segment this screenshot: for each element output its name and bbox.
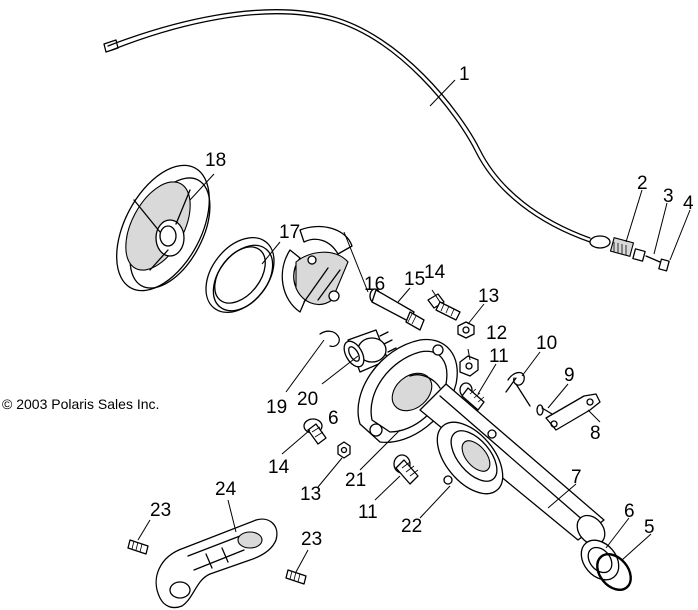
part-return-spring xyxy=(505,371,531,407)
callout-6-outer: 6 xyxy=(624,501,635,522)
callout-14-lower: 14 xyxy=(268,457,290,478)
callout-8: 8 xyxy=(590,423,601,444)
part-screw-23-right xyxy=(285,569,307,585)
part-pivot-shaft xyxy=(369,288,425,331)
callout-22: 22 xyxy=(401,516,422,537)
callout-23-right: 23 xyxy=(301,529,322,550)
callout-13-upper: 13 xyxy=(478,286,499,307)
callout-21: 21 xyxy=(345,470,366,491)
part-bolt-11-lower xyxy=(393,454,419,485)
leader-lines xyxy=(137,79,691,573)
part-snap-ring xyxy=(596,553,632,591)
callout-17: 17 xyxy=(279,222,300,243)
part-bolt-11-upper xyxy=(459,382,485,411)
part-bolt-14-lower xyxy=(303,418,327,445)
part-guard-arm xyxy=(155,518,278,609)
callout-12: 12 xyxy=(486,323,507,344)
part-nut-13-lower xyxy=(337,441,351,459)
callout-7: 7 xyxy=(571,467,582,488)
part-nut-13-upper xyxy=(457,321,475,339)
callout-11-upper: 11 xyxy=(489,346,509,367)
callout-5: 5 xyxy=(644,517,655,538)
copyright-text: © 2003 Polaris Sales Inc. xyxy=(2,396,159,412)
callout-15: 15 xyxy=(404,269,425,290)
part-seal-6-outer xyxy=(580,539,620,581)
part-pin xyxy=(536,404,553,416)
callout-6-inner: 6 xyxy=(328,408,339,429)
part-axle-housing xyxy=(419,383,606,546)
part-brake-drum xyxy=(116,164,211,292)
part-brake-shoes xyxy=(281,225,353,313)
callout-20: 20 xyxy=(297,389,318,410)
part-screw-23-left xyxy=(127,539,149,555)
part-nut-12 xyxy=(459,355,479,377)
callout-2: 2 xyxy=(637,173,648,194)
callout-9: 9 xyxy=(564,365,575,386)
callout-14-upper: 14 xyxy=(424,262,446,283)
part-bolt-14-upper xyxy=(427,293,461,321)
callout-4: 4 xyxy=(683,193,694,214)
part-shoe-spring xyxy=(319,330,340,348)
part-brake-lever xyxy=(545,393,601,431)
callout-10: 10 xyxy=(536,333,557,354)
callout-13-lower: 13 xyxy=(300,484,321,505)
part-brake-cable xyxy=(103,9,670,272)
callout-16: 16 xyxy=(364,274,385,295)
callout-18: 18 xyxy=(205,150,226,171)
part-seal-ring xyxy=(205,237,275,313)
callout-1: 1 xyxy=(459,64,470,85)
callout-23-left: 23 xyxy=(150,500,171,521)
callout-labels: 1 2 3 4 5 6 6 7 8 9 10 11 11 12 13 13 14… xyxy=(150,64,694,550)
callout-24: 24 xyxy=(215,479,237,500)
callout-19: 19 xyxy=(266,397,287,418)
callout-11-lower: 11 xyxy=(358,502,378,523)
callout-3: 3 xyxy=(663,186,674,207)
part-seal-6-inner xyxy=(343,340,365,368)
